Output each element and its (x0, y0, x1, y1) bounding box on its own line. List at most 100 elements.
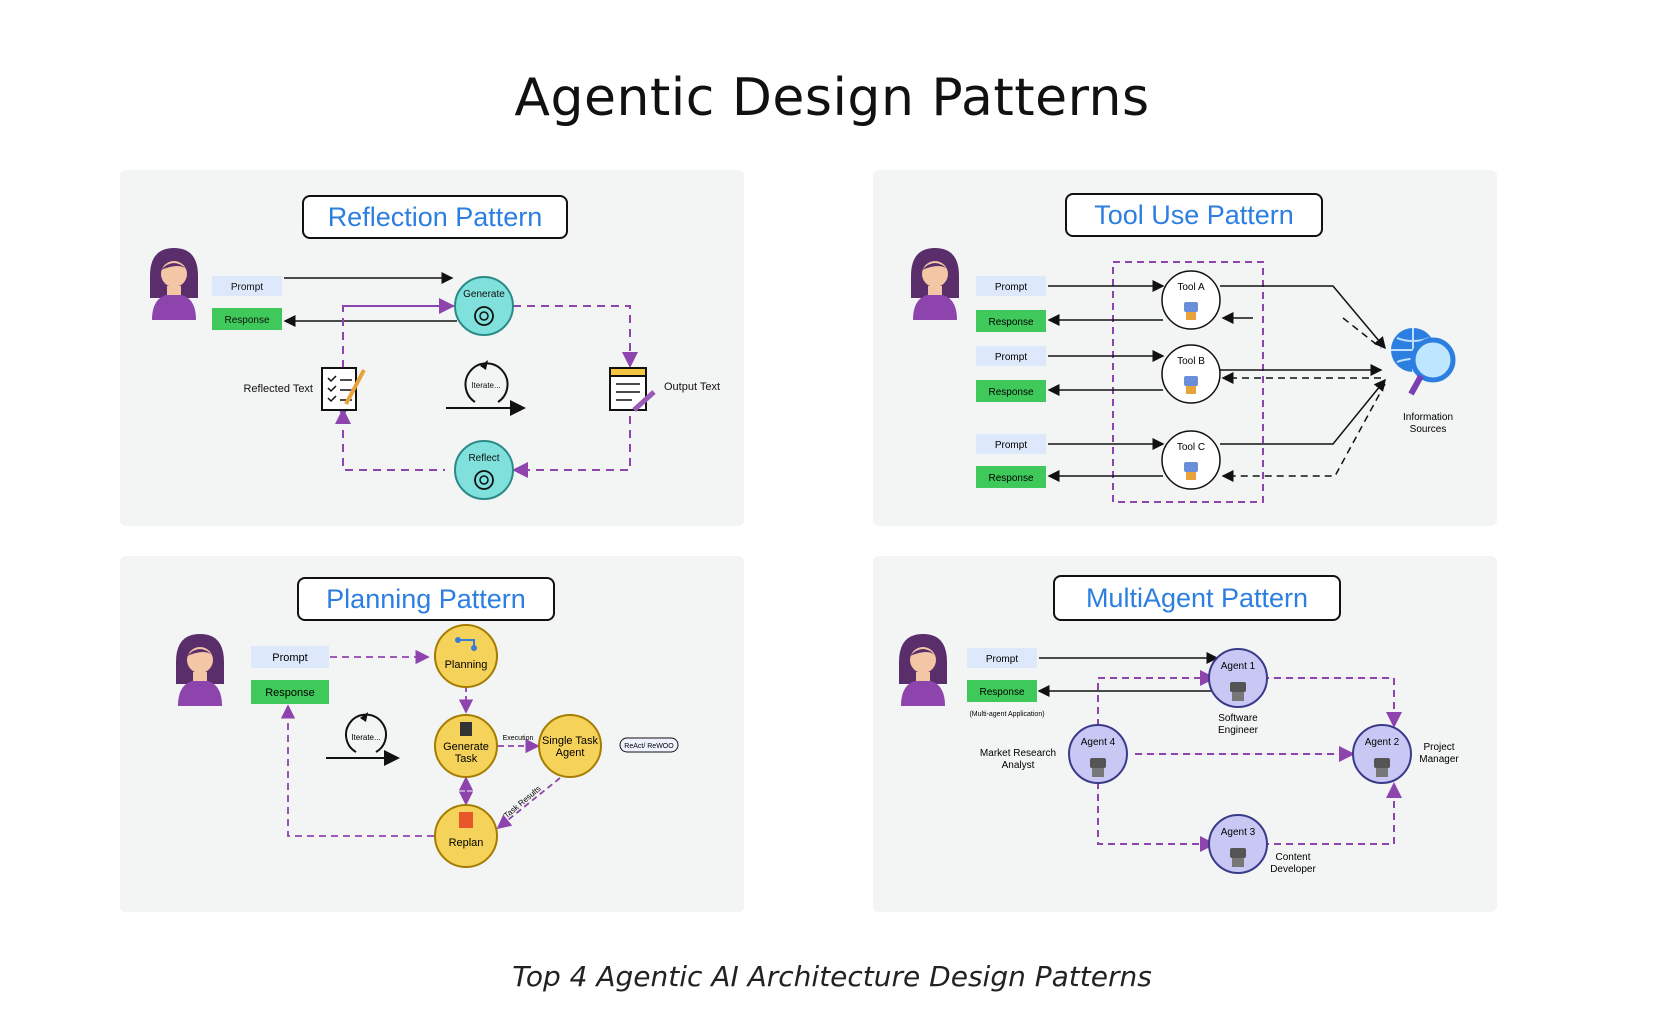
prompt-box (967, 648, 1037, 668)
agent-2-role-line1: Project (1423, 742, 1454, 753)
robot-icon (1090, 758, 1106, 777)
reflection-title: Reflection Pattern (328, 202, 543, 232)
tool-c-label: Tool C (1177, 442, 1205, 453)
page-title: Agentic Design Patterns (514, 68, 1150, 128)
planning-title-box (297, 577, 555, 621)
user-avatar-icon (176, 634, 224, 706)
generate-to-output-edge (513, 305, 638, 368)
task-results-label: Task Results (502, 784, 543, 820)
iterate-loop-icon (446, 360, 526, 416)
generate-node (454, 276, 514, 336)
multiagent-title-box (1053, 575, 1341, 621)
agent-2-role-line2: Manager (1419, 754, 1459, 765)
agent-3-role-line1: Content (1275, 852, 1310, 863)
prompt-label: Prompt (995, 282, 1027, 293)
agent-3-node (1208, 814, 1268, 874)
reflect-node (454, 440, 514, 500)
reflection-pattern-panel: Reflection Pattern Prompt Response Gener… (120, 170, 744, 526)
prompt-label: Prompt (995, 440, 1027, 451)
agent-4-role-line1: Market Research (980, 748, 1056, 759)
openai-logo-icon (474, 306, 494, 326)
flow-chart-icon (455, 637, 477, 651)
user-avatar-icon (911, 248, 959, 320)
reflection-title-box (302, 195, 568, 239)
agent-2-node (1352, 724, 1412, 784)
iterate-label: Iterate... (471, 381, 500, 390)
robot-icon (1374, 758, 1390, 777)
multi-agent-app-note: (Multi-agent Application) (969, 711, 1044, 718)
response-box (212, 308, 282, 330)
execution-label: Execution (503, 735, 534, 742)
multiagent-title: MultiAgent Pattern (1086, 583, 1308, 613)
planning-node (434, 624, 498, 688)
generate-task-label-line2: Task (455, 753, 478, 765)
response-box (976, 380, 1046, 402)
tool-b-node (1161, 344, 1221, 404)
tool-use-title-box (1065, 193, 1323, 237)
response-label: Response (988, 317, 1033, 328)
agent-1-node (1208, 648, 1268, 708)
tool-a-label: Tool A (1177, 282, 1205, 293)
response-box (967, 680, 1037, 702)
reflect-to-reflected-edge (335, 402, 445, 471)
tool-a-node (1161, 270, 1221, 330)
tool-boundary (1112, 261, 1264, 503)
robot-icon (1184, 376, 1198, 394)
robot-icon (1230, 682, 1246, 701)
iterate-loop-icon (326, 712, 400, 766)
response-label: Response (979, 687, 1024, 698)
prompt-label: Prompt (995, 352, 1027, 363)
user-avatar-icon (150, 248, 198, 320)
robot-icon (1230, 848, 1246, 867)
agent-1-label: Agent 1 (1221, 661, 1256, 672)
response-box (976, 466, 1046, 488)
prompt-label: Prompt (272, 652, 307, 664)
response-label: Response (988, 387, 1033, 398)
reflected-text-label: Reflected Text (243, 383, 313, 395)
planning-pattern-panel: Planning Pattern Prompt Response Executi… (120, 556, 744, 912)
multiagent-pattern-panel: MultiAgent Pattern Prompt Response (Mult… (873, 556, 1497, 912)
generate-task-node (434, 714, 498, 778)
tool-c-node (1161, 430, 1221, 490)
replan-node (434, 804, 498, 868)
single-task-label-line1: Single Task (542, 735, 599, 747)
tool-b-label: Tool B (1177, 356, 1205, 367)
generate-task-label-line1: Generate (443, 741, 489, 753)
prompt-box (976, 346, 1046, 366)
replan-doc-icon (459, 812, 473, 828)
single-task-label-line2: Agent (556, 747, 585, 759)
info-sources-label-line2: Sources (1410, 424, 1447, 435)
prompt-box (251, 646, 329, 668)
response-label: Response (265, 687, 315, 699)
planning-label: Planning (445, 659, 488, 671)
notepad-document-icon (609, 367, 656, 412)
info-sources-label-line1: Information (1403, 412, 1453, 423)
prompt-box (976, 276, 1046, 296)
prompt-box (976, 434, 1046, 454)
generate-label: Generate (463, 289, 505, 300)
agent-4-node (1068, 724, 1128, 784)
checklist-document-icon (321, 367, 366, 411)
single-task-agent-node (538, 714, 602, 778)
agent-4-label: Agent 4 (1081, 737, 1116, 748)
reflect-label: Reflect (468, 453, 499, 464)
response-box (976, 310, 1046, 332)
agent-3-label: Agent 3 (1221, 827, 1256, 838)
prompt-label: Prompt (986, 654, 1018, 665)
agent-1-role-line1: Software (1218, 713, 1258, 724)
iterate-label: Iterate... (351, 733, 380, 742)
react-rewoo-badge (619, 737, 679, 753)
output-text-label: Output Text (664, 381, 720, 393)
figure-caption: Top 4 Agentic AI Architecture Design Pat… (512, 960, 1152, 993)
agent-3-role-line2: Developer (1270, 864, 1316, 875)
prompt-label: Prompt (231, 282, 263, 293)
react-rewoo-label: ReAct/ ReWOO (624, 743, 674, 750)
tool-use-title: Tool Use Pattern (1094, 200, 1294, 230)
user-avatar-icon (899, 634, 947, 706)
response-label: Response (224, 315, 269, 326)
agent-2-label: Agent 2 (1365, 737, 1400, 748)
globe-magnifier-icon (1391, 328, 1456, 396)
planning-title: Planning Pattern (326, 584, 526, 614)
response-box (251, 680, 329, 704)
agent-4-role-line2: Analyst (1002, 760, 1035, 771)
